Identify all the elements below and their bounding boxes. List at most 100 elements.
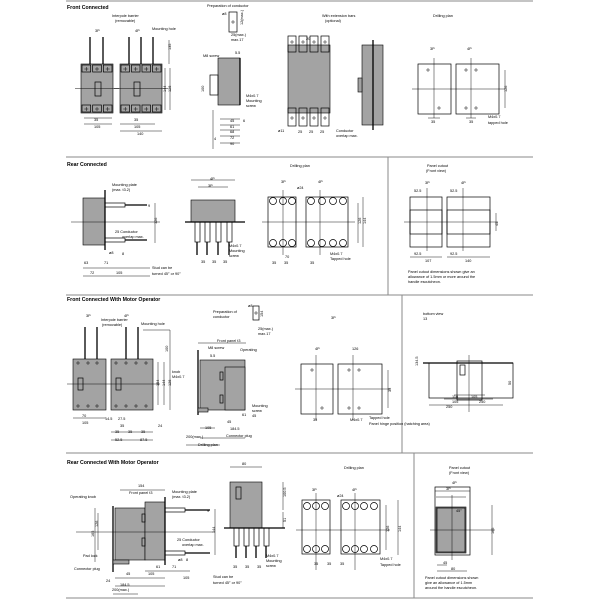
- front-connected-label: 35: [94, 118, 98, 122]
- front-connected-label: M4x0.7: [246, 94, 258, 98]
- rear-motor-label: 61: [156, 565, 160, 569]
- connector-plug: [112, 559, 130, 565]
- front-motor-label: max.17: [258, 332, 270, 336]
- stud: [263, 527, 270, 547]
- rear-connected-label: Panel cutout: [427, 164, 449, 168]
- front-connected-label: 135: [168, 44, 172, 50]
- rear-motor-label: 80: [451, 567, 455, 571]
- terminal: [141, 64, 151, 73]
- front-motor-label: screw: [252, 409, 262, 413]
- rear-connected-label: 35: [201, 260, 205, 264]
- handle: [459, 364, 466, 376]
- rear-motor-label: 165: [491, 528, 495, 534]
- rear-connected-label: 3P: [425, 181, 430, 185]
- front-motor-label: Mounting: [252, 404, 268, 408]
- front-connected-label: 35: [134, 118, 138, 122]
- slot: [219, 371, 224, 381]
- extension-bar: [309, 107, 319, 127]
- rear-connected-label: 92.5: [414, 252, 421, 256]
- front-motor-label: 105: [205, 426, 211, 430]
- rear-motor-label: 144: [212, 527, 216, 533]
- rear-motor-label: 4P: [452, 481, 457, 485]
- front-motor-label: M4x0.7: [350, 418, 362, 422]
- section-title-rear-motor: Rear Connected With Motor Operator: [67, 460, 159, 466]
- front-motor-label: 126: [352, 347, 358, 351]
- rear-motor-label: (Front view): [449, 471, 470, 475]
- section-title-front-connected: Front Connected: [67, 5, 109, 11]
- breaker-rear-bottom: [190, 199, 236, 223]
- front-motor-label: 61: [242, 413, 246, 417]
- front-motor-label: 35: [313, 418, 317, 422]
- front-connected-label: 61: [230, 125, 234, 129]
- section-title-front-motor: Front Connected With Motor Operator: [67, 297, 160, 303]
- connector-plug: [197, 407, 209, 413]
- breaker-rear-side: [82, 197, 106, 246]
- rear-connected-label: 8: [122, 252, 124, 256]
- stud: [194, 221, 201, 243]
- front-connected-label: 126: [168, 86, 172, 92]
- terminal: [131, 104, 141, 113]
- rear-connected-label: 70: [285, 255, 289, 259]
- hole-circle: [288, 197, 296, 205]
- rear-connected-label: turned 45° or 90°: [152, 272, 181, 276]
- rear-connected-label: 9: [148, 204, 150, 208]
- rear-motor-label: overlap max.: [182, 543, 204, 547]
- front-motor-label: 5.5: [210, 354, 215, 358]
- stud: [204, 221, 211, 243]
- handle-escutcheon: [456, 360, 483, 401]
- terminal: [141, 104, 151, 113]
- rear-connected-label: 140: [465, 259, 471, 263]
- rear-connected-label: 3P: [281, 180, 286, 184]
- stud: [226, 221, 233, 243]
- handle: [94, 81, 102, 97]
- rear-connected-label: 45: [495, 222, 499, 226]
- rear-motor-label: 45: [126, 572, 130, 576]
- hole-circle: [318, 239, 326, 247]
- rear-motor-label: Drilling plan: [344, 466, 364, 470]
- rear-connected-label: 35: [310, 261, 314, 265]
- rear-motor-label: 35: [327, 562, 331, 566]
- rear-motor-side: [114, 507, 146, 561]
- extension-bar: [287, 35, 297, 53]
- front-connected-label: 25: [298, 130, 302, 134]
- rear-connected-label: Drilling plan: [290, 164, 310, 168]
- front-connected-label: Conductor: [336, 129, 354, 133]
- terminal: [92, 104, 102, 113]
- terminal: [131, 64, 141, 73]
- front-motor-label: 184.5: [230, 427, 240, 431]
- rear-motor-label: M4x0.7: [266, 554, 278, 558]
- rear-connected-label: 52.5: [414, 189, 421, 193]
- front-motor-label: knob: [172, 370, 180, 374]
- front-connected-label: 5.5: [235, 51, 240, 55]
- hole-circle: [360, 545, 368, 553]
- front-motor-label: 105: [452, 400, 458, 404]
- stud: [243, 527, 250, 547]
- rear-motor-label: 165: [91, 531, 95, 537]
- front-connected-label: 25: [320, 130, 324, 134]
- rear-connected-label: 63: [84, 261, 88, 265]
- rear-motor-label: 45: [443, 561, 447, 565]
- rear-connected-label: ø8: [109, 251, 113, 255]
- rear-connected-label: 92.5: [450, 252, 457, 256]
- panel-cutout-4p: [434, 486, 471, 556]
- rear-motor-label: turned 45° or 90°: [213, 581, 242, 585]
- front-connected-label: tapped hole: [488, 121, 508, 125]
- rear-motor-label: 105: [148, 572, 154, 576]
- front-motor-label: 50: [508, 381, 512, 385]
- rear-connected-label: 71: [104, 261, 108, 265]
- rear-connected-label: 4P: [210, 177, 215, 181]
- rear-motor-label: Stud can be: [213, 575, 233, 579]
- extension-bar: [309, 35, 319, 53]
- hole-circle: [288, 239, 296, 247]
- terminal: [81, 64, 92, 73]
- front-motor-label: 105: [82, 421, 88, 425]
- front-motor-label: bottom view: [423, 312, 444, 316]
- front-motor-label: Panel hinge position (hatching area): [369, 422, 431, 426]
- rear-motor-label: 3P: [446, 487, 451, 491]
- front-connected-label: With extension bars: [322, 14, 355, 18]
- rear-motor-label: Tapped hole: [380, 563, 401, 567]
- rear-connected-label: (max. t3.2): [112, 188, 131, 192]
- panel-hinge-outline: [428, 362, 514, 399]
- rear-connected-label: 126: [154, 218, 158, 224]
